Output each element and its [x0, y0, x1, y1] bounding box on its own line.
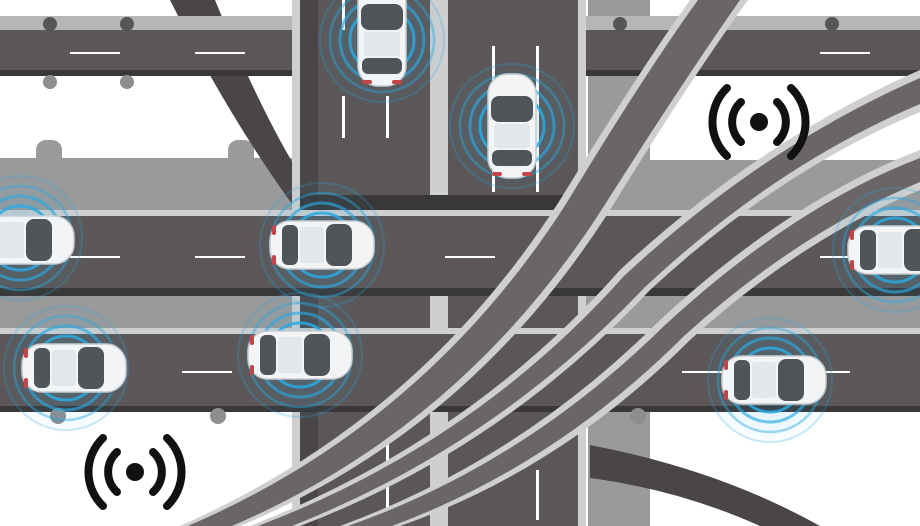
- flyover-ramps: [180, 0, 920, 526]
- wireless-signal-icon: [88, 438, 181, 506]
